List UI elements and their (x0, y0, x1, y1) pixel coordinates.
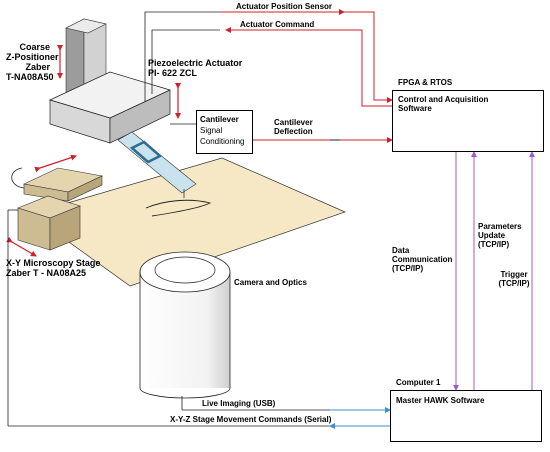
data-communication-label: Data Communication (TCP/IP) (392, 246, 453, 273)
cantilever-box-text: Cantilever Signal Conditioning (200, 115, 245, 146)
camera-optics-label: Camera and Optics (234, 278, 307, 287)
fpga-box-text: Control and Acquisition Software (398, 95, 489, 113)
z-positioner-block (23, 167, 103, 202)
actuator-position-sensor-label: Actuator Position Sensor (236, 2, 333, 11)
cantilever-deflection-label: Cantilever Deflection (274, 118, 313, 136)
xy-stage-block (17, 195, 81, 251)
piezo-label: Piezoelectric Actuator PI- 622 ZCL (148, 58, 243, 78)
usb-serial-arrows (329, 407, 391, 429)
computer-box-text: Master HAWK Software (396, 396, 485, 405)
live-imaging-label: Live Imaging (USB) (202, 399, 276, 408)
piezo-actuator-block (49, 71, 171, 144)
fpga-title: FPGA & RTOS (398, 78, 453, 87)
computer-title: Computer 1 (396, 378, 441, 387)
cantilever-signal-box (196, 110, 253, 154)
sample-stage-plate (29, 157, 346, 287)
control-signal-lines (220, 9, 393, 143)
fpga-control-box (392, 90, 544, 152)
coarse-z-label: Coarse Z-Positioner Zaber T-NA08A50 (6, 42, 59, 82)
tcpip-lines (453, 151, 535, 391)
actuator-command-label: Actuator Command (240, 20, 315, 29)
computer-master-box (390, 390, 542, 442)
xy-stage-label: X-Y Microscopy Stage Zaber T - NA08A25 (6, 258, 101, 278)
xyz-commands-label: X-Y-Z Stage Movement Commands (Serial) (170, 415, 332, 424)
camera-optics (139, 251, 231, 399)
motion-arrows (6, 45, 181, 257)
sample-specimen (145, 199, 212, 217)
trigger-label: Trigger (TCP/IP) (498, 270, 530, 288)
parameters-update-label: Parameters Update (TCP/IP) (478, 222, 522, 249)
cantilever-tip (117, 131, 197, 198)
